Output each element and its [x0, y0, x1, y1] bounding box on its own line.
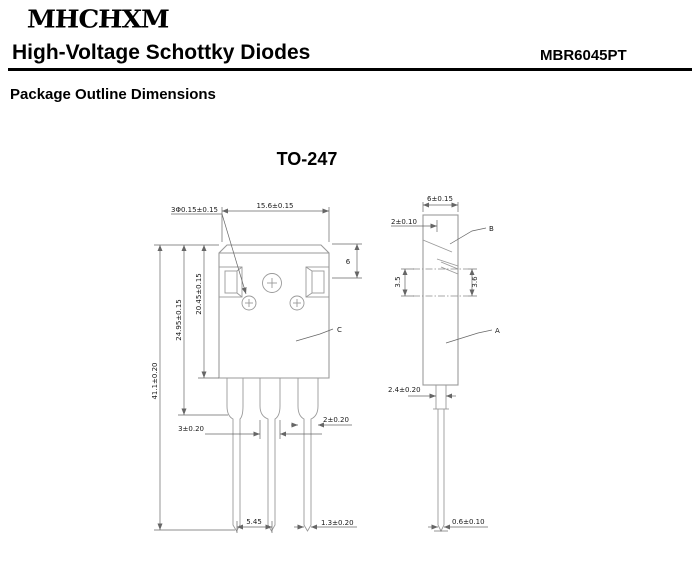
dim-side-pin-tip: 0.6±0.10 [452, 518, 485, 526]
page-title: High-Voltage Schottky Diodes [12, 41, 311, 64]
mounting-hole [262, 273, 282, 293]
dim-hole-diameter: 3.6 [471, 276, 479, 288]
part-number: MBR6045PT [540, 47, 627, 64]
dim-side-pin-thickness: 2.4±0.20 [388, 386, 421, 394]
package-outline-drawing: TO-247 [151, 149, 500, 533]
dim-hole-offset: 6 [346, 258, 351, 266]
body-outline [218, 244, 330, 379]
front-dimensions: 15.6±0.15 3Φ0.15±0.15 41.1±0.20 24.95±0.… [151, 202, 362, 533]
front-view [218, 244, 330, 532]
dim-top-width: 15.6±0.15 [256, 202, 293, 210]
left-notch [218, 266, 243, 298]
dim-side-thickness: 6±0.15 [427, 195, 453, 203]
dim-pin-marks: 3Φ0.15±0.15 [171, 206, 218, 214]
dim-mid-shoulder-width: 3±0.20 [178, 425, 204, 433]
pin-3 [297, 378, 319, 532]
dim-shoulder-height: 24.95±0.15 [175, 299, 183, 341]
label-c: C [337, 326, 342, 334]
dim-right-shoulder-width: 2±0.20 [323, 416, 349, 424]
header-divider [8, 68, 692, 71]
side-dimensions: 6±0.15 2±0.10 B 3.5 3.6 A 2.4±0.20 [388, 195, 500, 532]
side-view [413, 214, 468, 533]
section-title: Package Outline Dimensions [10, 86, 216, 103]
pin-mark-left [241, 295, 257, 311]
dim-tab-offset: 2±0.10 [391, 218, 417, 226]
dim-pin-width: 1.3±0.20 [321, 519, 354, 527]
pin-mark-right [289, 295, 305, 311]
pin-2 [259, 378, 281, 532]
package-name: TO-247 [277, 149, 338, 169]
pin-1 [226, 378, 244, 532]
dim-body-height: 20.45±0.15 [195, 273, 203, 315]
label-a: A [495, 327, 500, 335]
side-pin [433, 385, 449, 533]
dim-hole-position: 3.5 [394, 276, 402, 287]
brand-logo: MHCHXM [26, 5, 170, 35]
dim-pin-pitch: 5.45 [246, 518, 262, 526]
dim-total-height: 41.1±0.20 [151, 362, 159, 399]
side-body-outline [422, 214, 459, 386]
right-notch [305, 266, 330, 298]
label-b: B [489, 225, 494, 233]
